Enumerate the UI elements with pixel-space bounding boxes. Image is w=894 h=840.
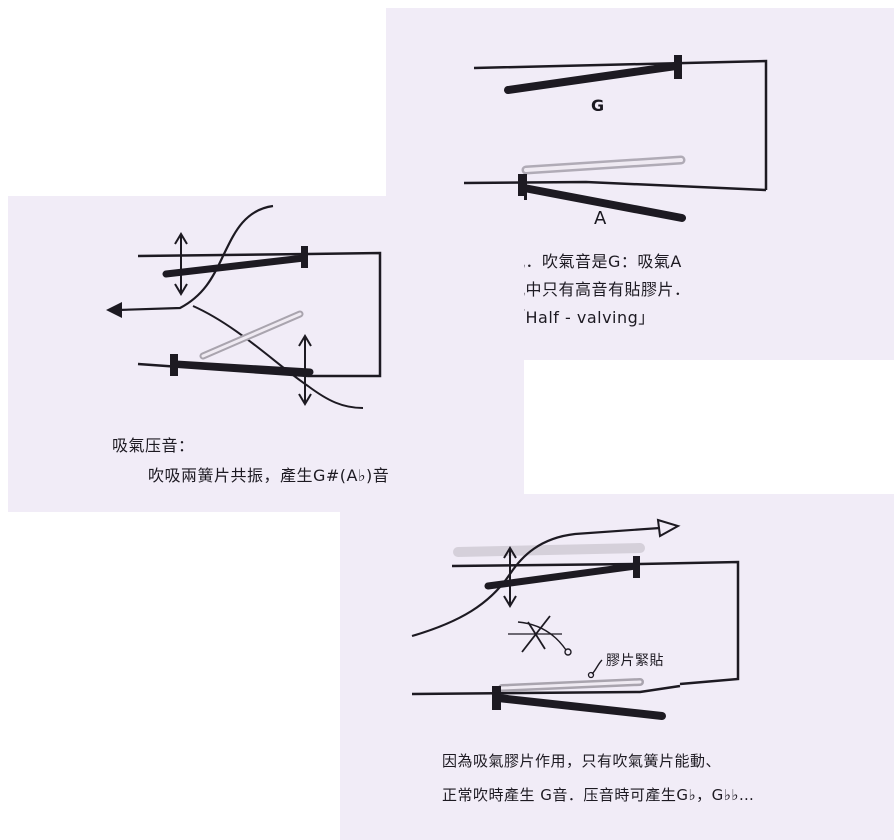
lower-reed-rivet xyxy=(518,174,527,200)
caption-line-1: 吸氣压音： xyxy=(112,436,195,455)
blow-only-diagram xyxy=(411,518,740,720)
caption-line-2: 吹吸兩簧片共振，產生G#(A♭)音 xyxy=(148,466,390,485)
upper-plate-line xyxy=(473,59,768,190)
air-flow-arrowhead xyxy=(106,302,122,318)
upper-plate-line xyxy=(451,560,740,686)
caption-line-1: 因為吸氣膠片作用，只有吹氣簧片能動、 xyxy=(442,752,722,770)
draw-bend-diagram xyxy=(106,204,382,409)
panel-draw-bend: 吸氣压音： 吹吸兩簧片共振，產生G#(A♭)音 xyxy=(8,196,524,512)
half-valving-diagram xyxy=(463,55,768,222)
lower-plate-line xyxy=(463,180,767,192)
caption-line-2: 同一孔中只有高音有貼膠片． xyxy=(476,280,691,299)
lower-plate-line xyxy=(411,684,681,696)
upper-reed xyxy=(162,254,308,278)
blocked-x-icon xyxy=(508,615,562,653)
upper-reed-rivet xyxy=(674,55,682,79)
lower-reed xyxy=(520,184,686,222)
caption-line-2: 正常吹時產生 G音．压音時可產生G♭，G♭♭… xyxy=(442,786,755,804)
caption-line-1: 第六孔．吹氣音是G：吸氣A xyxy=(476,252,682,271)
film-annotation: 膠片緊貼 xyxy=(606,653,664,669)
crossing-flow-curve xyxy=(192,305,364,409)
label-pointer xyxy=(591,659,603,675)
air-flow-curve xyxy=(117,204,274,312)
upper-plate-line xyxy=(137,251,382,378)
lower-reed xyxy=(494,694,666,720)
lower-reed xyxy=(172,360,314,376)
air-flow-arrowhead xyxy=(656,518,681,538)
label-g: G xyxy=(591,96,605,115)
panel-blow-only: 膠片緊貼 因為吸氣膠片作用，只有吹氣簧片能動、 正常吹時產生 G音．压音時可產生… xyxy=(340,494,894,840)
label-a: A xyxy=(594,208,607,229)
upper-reed xyxy=(504,62,680,94)
upper-reed xyxy=(484,562,640,590)
